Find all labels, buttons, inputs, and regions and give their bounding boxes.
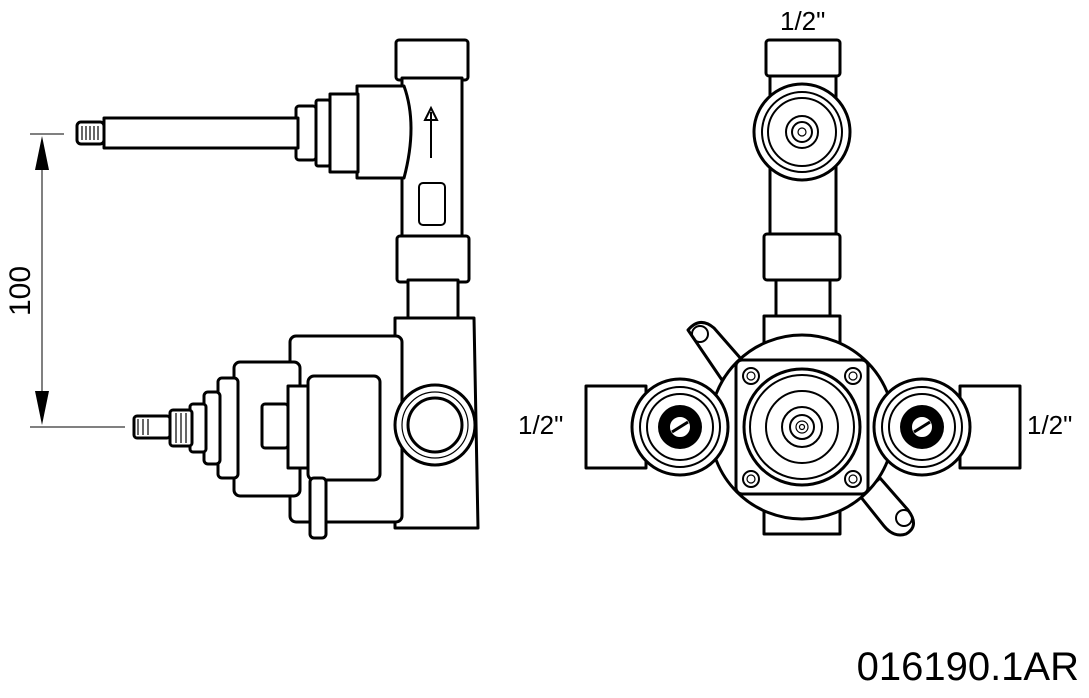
dimension-label-100: 100 <box>4 265 37 316</box>
product-code: 016190.1AR <box>856 645 1079 689</box>
dimension-100 <box>30 133 125 428</box>
spline-top <box>81 126 99 140</box>
right-inlet-size-label: 1/2" <box>1027 410 1073 440</box>
spline-bottom <box>137 413 187 443</box>
side-view <box>30 38 480 540</box>
top-inlet-size-label: 1/2" <box>780 6 826 36</box>
front-view <box>584 38 1022 537</box>
left-inlet-size-label: 1/2" <box>518 410 564 440</box>
